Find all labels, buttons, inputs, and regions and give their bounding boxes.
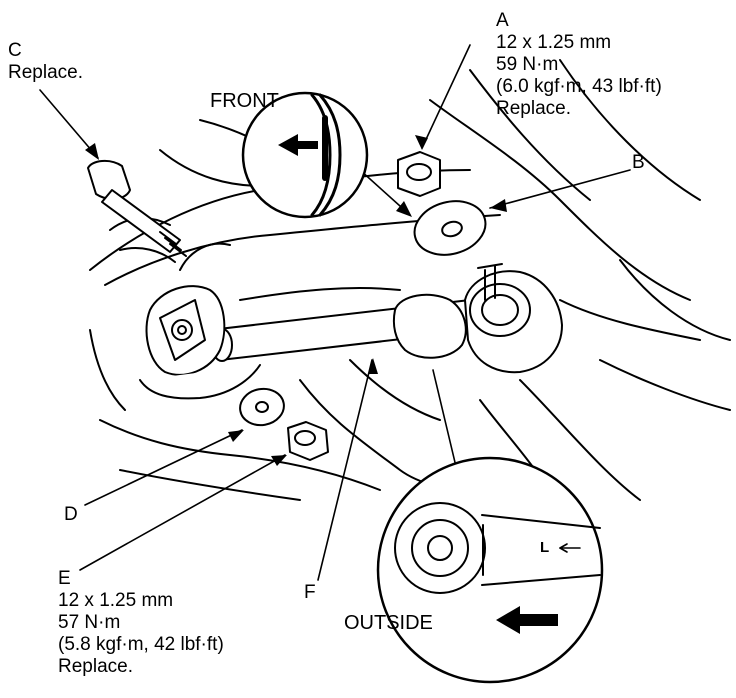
callout-f-letter: F <box>304 582 316 603</box>
callout-c-note: Replace. <box>8 62 83 83</box>
leader-arrowheads <box>85 135 507 466</box>
callout-e-letter: E <box>58 568 71 589</box>
front-label: FRONT <box>210 90 279 112</box>
callout-e: E 12 x 1.25 mm 57 N·m (5.8 kgf·m, 42 lbf… <box>58 568 224 678</box>
callout-a-size: 12 x 1.25 mm <box>496 32 612 53</box>
callout-e-torque-nm: 57 N·m <box>58 612 121 633</box>
callout-a-torque-nm: 59 N·m <box>496 54 559 75</box>
inner-bushing-bracket <box>139 285 261 400</box>
l-mark-label: L <box>540 539 550 556</box>
callout-a: A 12 x 1.25 mm 59 N·m (6.0 kgf·m, 43 lbf… <box>496 10 662 120</box>
callout-e-torque-alt: (5.8 kgf·m, 42 lbf·ft) <box>58 634 224 655</box>
lower-arm <box>209 293 481 362</box>
outside-arrow-icon <box>496 606 558 634</box>
callout-c: C Replace. <box>8 40 83 84</box>
callout-e-note: Replace. <box>58 656 133 677</box>
part-e-nut <box>287 421 329 461</box>
callout-e-size: 12 x 1.25 mm <box>58 590 174 611</box>
leader-lines <box>39 44 631 581</box>
chassis-structure <box>89 59 731 511</box>
callout-a-torque-alt: (6.0 kgf·m, 43 lbf·ft) <box>496 76 662 97</box>
outside-label: OUTSIDE <box>344 612 433 634</box>
part-b-washer <box>413 200 487 256</box>
front-arrow-icon <box>278 134 318 156</box>
part-c-bolt <box>87 160 187 257</box>
callout-a-letter: A <box>496 10 509 31</box>
front-detail-circle <box>241 91 369 219</box>
l-mark-arrow-icon <box>559 543 581 553</box>
callout-a-note: Replace. <box>496 98 571 119</box>
callout-b-letter: B <box>632 152 645 173</box>
outside-detail-circle <box>376 456 604 684</box>
part-a-nut <box>397 151 441 197</box>
callout-c-letter: C <box>8 40 22 61</box>
outer-knuckle-end <box>464 263 563 374</box>
part-d-washer <box>239 387 285 427</box>
callout-d-letter: D <box>64 504 78 525</box>
